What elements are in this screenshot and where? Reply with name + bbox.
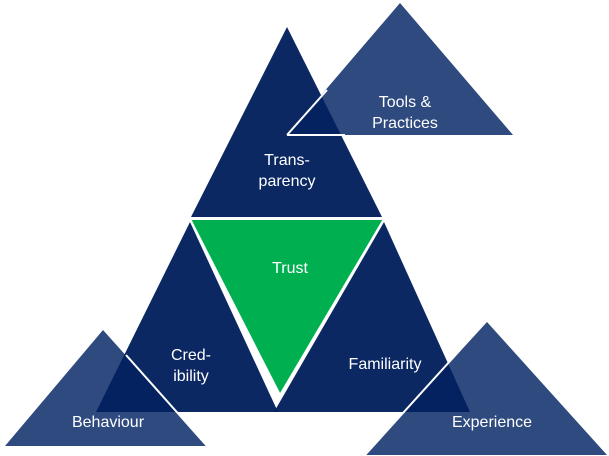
experience-label: Experience bbox=[452, 412, 532, 433]
trust-triangle bbox=[188, 218, 386, 398]
experience-triangle bbox=[365, 322, 607, 455]
familiarity-text: Familiarity bbox=[348, 356, 422, 373]
transparency-line2: parency bbox=[258, 173, 316, 190]
tools-line1: Tools & bbox=[378, 94, 432, 111]
familiarity-triangle bbox=[274, 222, 470, 412]
trust-label: Trust bbox=[272, 258, 308, 279]
credibility-label: Cred- ibility bbox=[171, 345, 211, 387]
behaviour-text: Behaviour bbox=[71, 414, 145, 431]
transparency-label: Trans- parency bbox=[259, 150, 316, 192]
transparency-triangle bbox=[191, 27, 382, 217]
credibility-line2: ibility bbox=[173, 368, 209, 385]
tools-line2: Practices bbox=[372, 115, 438, 132]
behaviour-edge-line bbox=[125, 354, 208, 447]
behaviour-label: Behaviour bbox=[72, 412, 144, 433]
experience-edge-line bbox=[364, 349, 461, 456]
trust-text: Trust bbox=[272, 260, 308, 277]
tools-practices-label: Tools & Practices bbox=[372, 92, 438, 134]
credibility-line1: Cred- bbox=[170, 347, 212, 364]
tools-edge-line bbox=[286, 89, 328, 136]
familiarity-label: Familiarity bbox=[349, 354, 422, 375]
behaviour-triangle bbox=[5, 330, 207, 446]
transparency-line1: Trans- bbox=[264, 152, 310, 169]
tools-practices-triangle bbox=[287, 3, 513, 135]
credibility-triangle bbox=[96, 222, 278, 412]
experience-text: Experience bbox=[451, 414, 533, 431]
